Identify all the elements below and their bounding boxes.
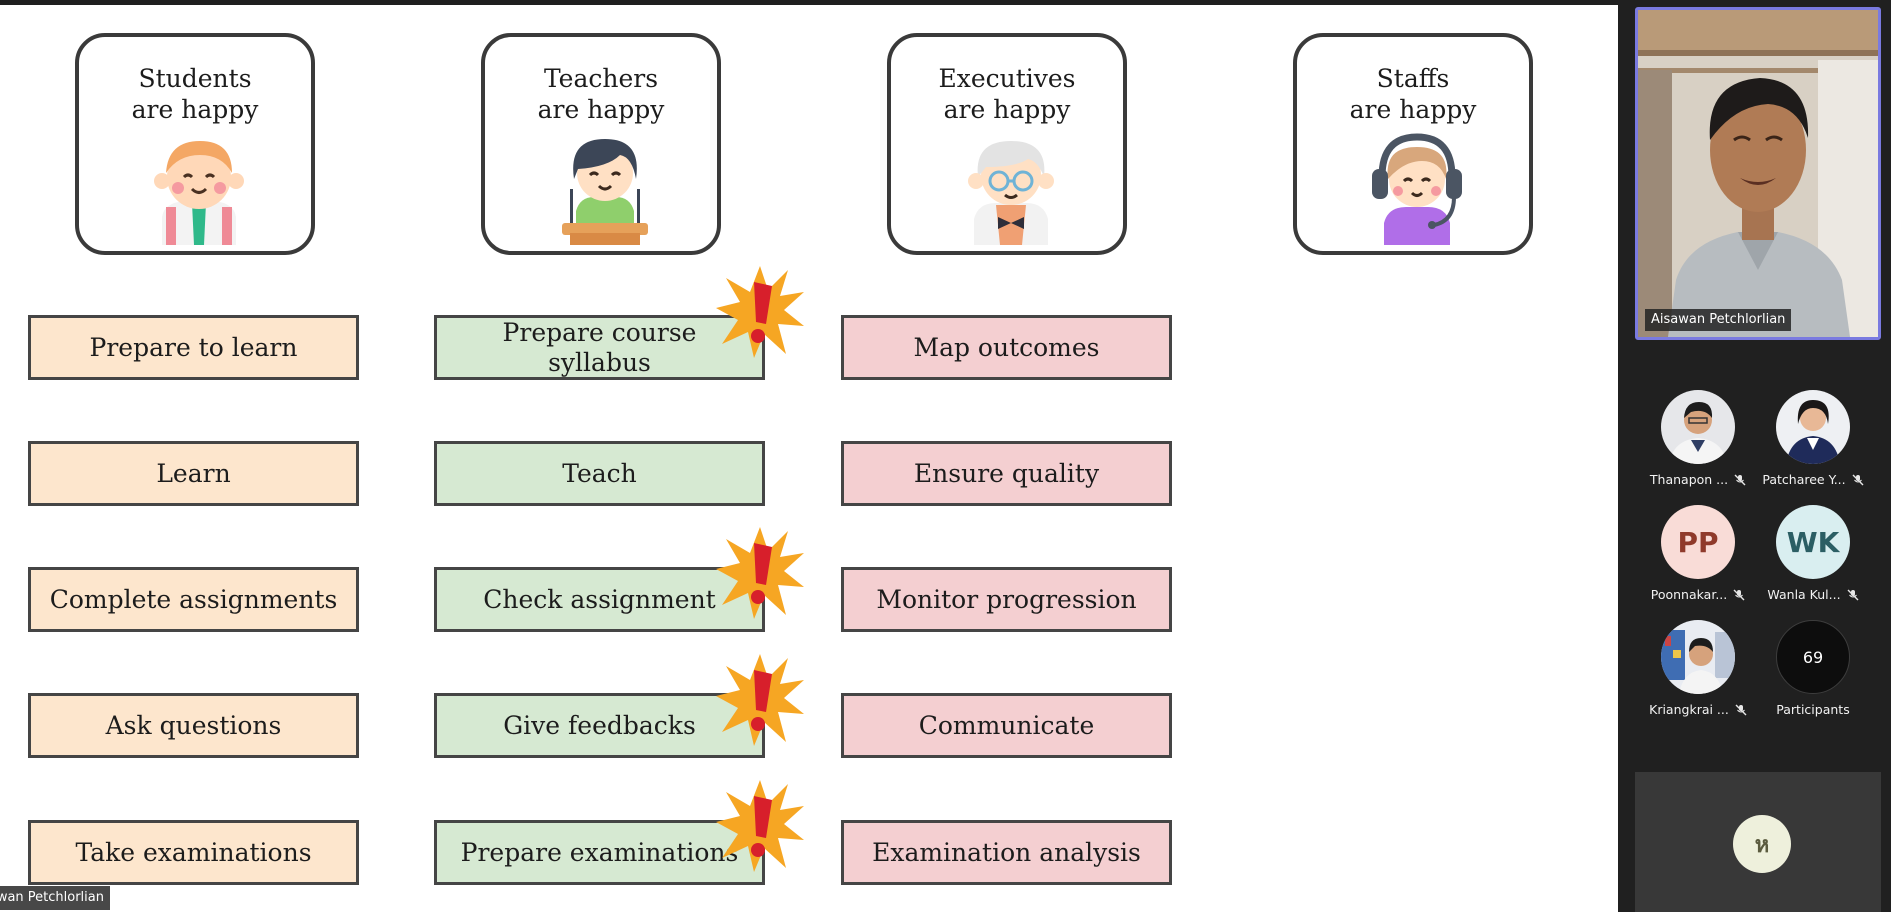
participant-name: Kriangkrai ... xyxy=(1649,702,1729,717)
avatar: WK xyxy=(1776,505,1850,579)
participants-rail: Aisawan Petchlorlian Thanapon ... xyxy=(1618,0,1891,912)
mic-muted-icon xyxy=(1734,474,1746,486)
persona-title: Teachers are happy xyxy=(537,64,665,124)
avatar xyxy=(1661,620,1735,694)
persona-card-students: Students are happy xyxy=(75,33,315,255)
avatar: PP xyxy=(1661,505,1735,579)
participant-tile[interactable]: WK Wanla Kul... xyxy=(1753,505,1873,605)
persona-card-teachers: Teachers are happy xyxy=(481,33,721,255)
active-speaker-tile[interactable]: Aisawan Petchlorlian xyxy=(1635,7,1881,340)
staff-headset-avatar-icon xyxy=(1372,133,1462,245)
exclamation-burst-icon xyxy=(716,654,804,746)
executive-avatar-icon xyxy=(968,141,1054,245)
persona-title: Staffs are happy xyxy=(1349,64,1477,124)
participant-tile[interactable]: PP Poonnakar... xyxy=(1638,505,1758,605)
executive-task-3: Monitor progression xyxy=(841,567,1172,632)
participant-tile[interactable]: Thanapon ... xyxy=(1638,390,1758,490)
teacher-task-3: Check assignment xyxy=(434,567,765,632)
avatar xyxy=(1661,390,1735,464)
self-view-tile[interactable]: ห xyxy=(1635,772,1881,912)
mic-muted-icon xyxy=(1847,589,1859,601)
participant-name: Poonnakar... xyxy=(1650,587,1728,602)
teacher-task-2: Teach xyxy=(434,441,765,506)
exclamation-burst-icon xyxy=(716,527,804,619)
persona-card-staffs: Staffs are happy xyxy=(1293,33,1533,255)
exclamation-burst-icon xyxy=(716,266,804,358)
exclamation-burst-icon xyxy=(716,780,804,872)
executive-task-5: Examination analysis xyxy=(841,820,1172,885)
participants-count-button[interactable]: 69 Participants xyxy=(1753,620,1873,720)
speaker-name-tag: Aisawan Petchlorlian xyxy=(1645,309,1792,331)
speaker-video xyxy=(1638,10,1878,337)
mic-muted-icon xyxy=(1735,704,1747,716)
teacher-task-1: Prepare course syllabus xyxy=(434,315,765,380)
mic-muted-icon xyxy=(1733,589,1745,601)
participant-tile[interactable]: Kriangkrai ... xyxy=(1638,620,1758,720)
presenter-name-tag: Aisawan Petchlorlian xyxy=(0,886,110,910)
persona-title: Executives are happy xyxy=(938,64,1076,124)
teacher-avatar-icon xyxy=(562,139,648,245)
student-task-4: Ask questions xyxy=(28,693,359,758)
executive-task-4: Communicate xyxy=(841,693,1172,758)
teacher-task-5: Prepare examinations xyxy=(434,820,765,885)
student-task-5: Take examinations xyxy=(28,820,359,885)
student-task-2: Learn xyxy=(28,441,359,506)
persona-card-executives: Executives are happy xyxy=(887,33,1127,255)
shared-slide: Students are happy Teachers are happy xyxy=(0,0,1618,912)
student-task-3: Complete assignments xyxy=(28,567,359,632)
participants-count: 69 xyxy=(1776,620,1850,694)
participants-label: Participants xyxy=(1776,702,1850,717)
self-avatar: ห xyxy=(1733,815,1791,873)
student-task-1: Prepare to learn xyxy=(28,315,359,380)
teacher-task-4: Give feedbacks xyxy=(434,693,765,758)
participant-name: Patcharee Y... xyxy=(1762,472,1846,487)
participant-name: Wanla Kul... xyxy=(1767,587,1841,602)
executive-task-2: Ensure quality xyxy=(841,441,1172,506)
persona-title: Students are happy xyxy=(131,64,259,124)
participant-name: Thanapon ... xyxy=(1649,472,1729,487)
student-avatar-icon xyxy=(154,141,244,245)
executive-task-1: Map outcomes xyxy=(841,315,1172,380)
participant-tile[interactable]: Patcharee Y... xyxy=(1753,390,1873,490)
avatar xyxy=(1776,390,1850,464)
mic-muted-icon xyxy=(1852,474,1864,486)
